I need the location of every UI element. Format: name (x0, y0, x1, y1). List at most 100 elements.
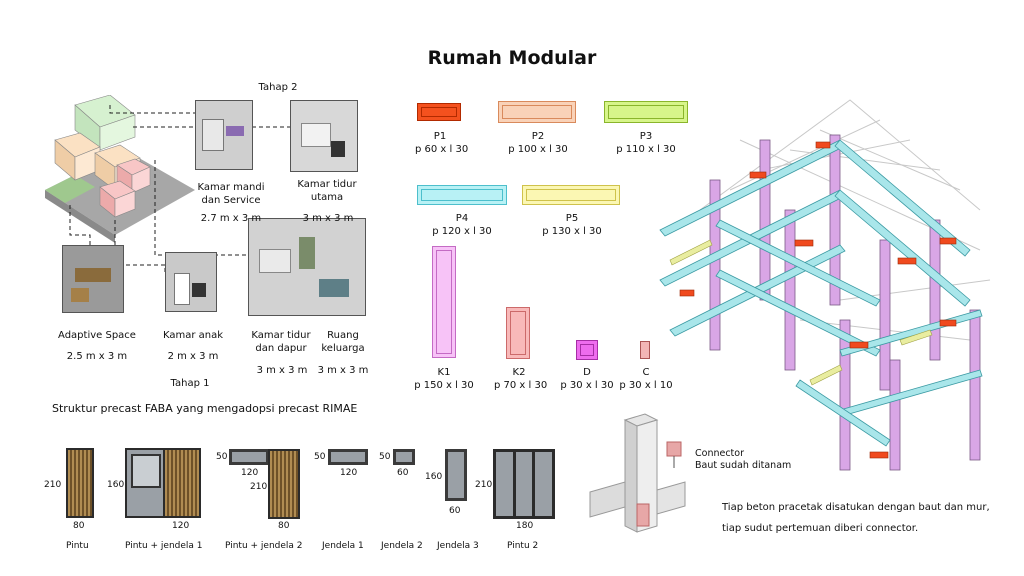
opening-name: Jendela 1 (322, 541, 364, 551)
room-render-bathroom (195, 100, 253, 170)
room-size: 3 m x 3 m (256, 365, 308, 376)
panel-k2-swatch (506, 307, 530, 359)
panel-p4-label: P4 p 120 x l 30 (420, 212, 504, 238)
panel-p4-swatch (417, 185, 507, 205)
panel-dims: p 120 x l 30 (432, 226, 492, 237)
panel-p3-label: P3 p 110 x l 30 (604, 130, 688, 156)
height-dim: 210 (475, 480, 493, 490)
grass-patch (45, 175, 95, 203)
panel-dims: p 150 x l 30 (414, 380, 474, 391)
width-dim: 120 (340, 468, 358, 478)
structure-caption: Struktur precast FABA yang mengadopsi pr… (52, 402, 358, 415)
panel-dims: p 100 x l 30 (508, 144, 568, 155)
stage1-label: Tahap 1 (170, 378, 210, 389)
width-dim: 60 (449, 506, 461, 516)
panel-k1-label: K1 p 150 x l 30 (414, 366, 474, 392)
room-render-kids (165, 252, 217, 312)
opening-name: Jendela 3 (437, 541, 479, 551)
width-dim: 60 (397, 468, 409, 478)
room-name: Ruang keluarga (321, 330, 365, 354)
room-render-adaptive (62, 245, 124, 313)
module-green (74, 95, 136, 151)
width-dim: 120 (172, 521, 190, 531)
width-dim: 80 (73, 521, 85, 531)
height-dim: 50 (314, 452, 326, 462)
panel-d-swatch (576, 340, 598, 360)
height-dim: 210 (44, 480, 62, 490)
door-2-opening (493, 449, 555, 519)
room-size: 3 m x 3 m (302, 213, 354, 224)
columns (709, 134, 981, 471)
panel-dims: p 60 x l 30 (415, 144, 469, 155)
panel-p3-swatch (604, 101, 688, 123)
connector-detail (589, 413, 686, 533)
panel-dims: p 110 x l 30 (616, 144, 676, 155)
height-dim: 210 (250, 482, 268, 492)
panel-code: P5 (565, 213, 579, 224)
panel-p2-label: P2 p 100 x l 30 (500, 130, 576, 156)
red-beams (679, 141, 957, 459)
roof-lattice (699, 99, 991, 341)
panel-p5-swatch (522, 185, 620, 205)
room-label-master: Kamar tidur utama (290, 178, 364, 204)
panel-code: K1 (437, 367, 451, 378)
room-size: 3 m x 3 m (317, 365, 369, 376)
page-title: Rumah Modular (427, 47, 597, 69)
room-name: Kamar anak (162, 330, 224, 341)
height-dim: 50 (379, 452, 391, 462)
opening-name: Pintu + jendela 1 (125, 541, 203, 551)
panel-dims: p 70 x l 30 (494, 380, 548, 391)
opening-name: Pintu 2 (507, 541, 539, 551)
height-dim: 160 (107, 480, 125, 490)
door-opening (66, 448, 94, 518)
panel-dims: p 30 x l 10 (619, 380, 673, 391)
panel-k2-label: K2 p 70 x l 30 (494, 366, 548, 392)
panel-p1-swatch (417, 103, 461, 121)
beams (659, 139, 983, 447)
stage2-label: Tahap 2 (258, 82, 298, 93)
opening-name: Jendela 2 (381, 541, 423, 551)
yellow-beams (669, 239, 933, 386)
panel-c-swatch (640, 341, 650, 359)
opening-name: Pintu + jendela 2 (225, 541, 303, 551)
panel-code: P2 (531, 131, 545, 142)
connector-label: Connector Baut sudah ditanam (695, 448, 792, 471)
panel-code: P3 (639, 131, 653, 142)
window-3-opening (445, 449, 467, 501)
width-dim: 80 (278, 521, 290, 531)
room-size: 2.5 m x 3 m (66, 351, 128, 362)
panel-p2-swatch (498, 101, 576, 123)
panel-code: P4 (455, 213, 469, 224)
connection-note: Tiap beton pracetak disatukan dengan bau… (722, 502, 990, 534)
room-label-bathroom: Kamar mandi dan Service (195, 181, 267, 207)
module-pink (99, 158, 151, 218)
opening-name: Pintu (66, 541, 89, 551)
height-dim: 50 (216, 452, 228, 462)
panel-code: D (583, 367, 591, 378)
structural-frame-3d (659, 99, 991, 471)
room-name: Kamar tidur dan dapur (251, 330, 311, 354)
panel-k1-swatch (432, 246, 456, 358)
room-name: Adaptive Space (58, 330, 136, 341)
room-size: 2.7 m x 3 m (200, 213, 262, 224)
panel-dims: p 30 x l 30 (560, 380, 614, 391)
room-size: 2 m x 3 m (167, 351, 219, 362)
panel-code: C (642, 367, 650, 378)
panel-p5-label: P5 p 130 x l 30 (526, 212, 618, 238)
site-edge (45, 190, 115, 243)
window-1-opening (328, 449, 368, 465)
module-peach-top (54, 132, 101, 181)
door-window-1-opening (125, 448, 201, 518)
width-dim: 180 (516, 521, 534, 531)
door-part (268, 449, 300, 519)
panel-dims: p 130 x l 30 (542, 226, 602, 237)
width-dim: 120 (241, 468, 259, 478)
window-2-opening (393, 449, 415, 465)
room-render-kitchen-family (248, 218, 366, 316)
room-render-master (290, 100, 358, 172)
panel-code: K2 (512, 367, 526, 378)
room-name: Kamar mandi dan Service (197, 182, 265, 206)
height-dim: 160 (425, 472, 443, 482)
